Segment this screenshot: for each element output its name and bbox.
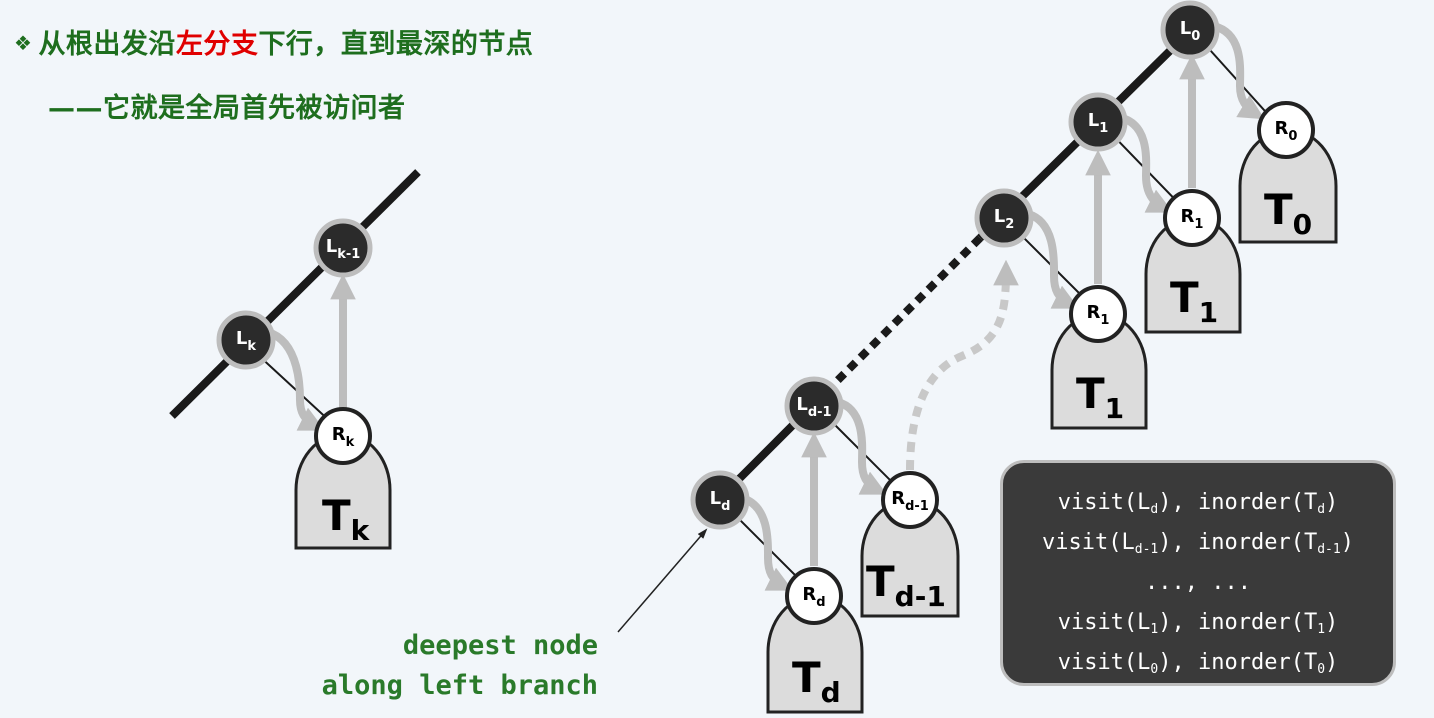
svg-text:L1: L1	[1088, 110, 1109, 136]
node-r1a: R1	[1163, 189, 1221, 247]
subtree-t0: T0	[1238, 128, 1338, 244]
node-rd1: Rd-1	[881, 471, 939, 529]
svg-text:Rk: Rk	[332, 424, 355, 450]
node-lk: Lk	[216, 310, 276, 370]
svg-text:R1: R1	[1181, 206, 1204, 232]
subtree-td1: Td-1	[860, 498, 960, 618]
svg-text:R1: R1	[1087, 302, 1110, 328]
svg-text:L0: L0	[1180, 18, 1201, 44]
svg-text:Ld: Ld	[710, 488, 731, 514]
svg-text:Tk: Tk	[322, 491, 371, 547]
svg-text:Lk: Lk	[236, 328, 256, 354]
subtree-tk: Tk	[294, 432, 392, 550]
left-branch-line	[169, 169, 421, 419]
arrow-lk-rk	[266, 328, 326, 431]
node-lk1: Lk-1	[313, 218, 373, 278]
page-title: ❖从根出发沿左分支下行，直到最深的节点	[14, 22, 533, 61]
node-rd: Rd	[785, 567, 843, 625]
title-part1: 从根出发沿	[38, 29, 176, 60]
subtree-td: Td	[766, 594, 864, 714]
arrow-ld1-rd1	[836, 398, 888, 495]
svg-text:Td: Td	[792, 653, 841, 709]
node-l0: L0	[1160, 0, 1220, 60]
node-r1b: R1	[1069, 285, 1127, 343]
code-line-2: visit(Ld-1), inorder(Td-1)	[1042, 530, 1354, 557]
svg-text:Lk-1: Lk-1	[326, 236, 361, 262]
arrow-rd1-l2-dotted	[906, 259, 1019, 471]
code-line-ellipsis: ..., ...	[1145, 570, 1251, 595]
node-ld: Ld	[690, 470, 750, 530]
svg-text:T1: T1	[1076, 369, 1124, 425]
code-line-5: visit(L0), inorder(T0)	[1057, 650, 1339, 677]
annotation-line2: along left branch	[322, 670, 598, 701]
pseudocode-box: visit(Ld), inorder(Td) visit(Ld-1), inor…	[1000, 460, 1396, 686]
node-r0: R0	[1257, 101, 1315, 159]
code-line-4: visit(L1), inorder(T1)	[1057, 610, 1339, 637]
subtitle: ——它就是全局首先被访问者	[48, 93, 406, 124]
arrow-l0-r0	[1212, 22, 1265, 120]
node-ld1: Ld-1	[784, 376, 844, 436]
arrow-l1-r1a	[1120, 114, 1174, 213]
svg-text:T1: T1	[1170, 273, 1218, 329]
svg-text:Td-1: Td-1	[866, 557, 946, 613]
svg-text:L2: L2	[994, 206, 1015, 232]
node-l2: L2	[974, 188, 1034, 248]
arrow-l2-r1b	[1026, 210, 1080, 309]
subtree-t1a: T1	[1144, 216, 1242, 334]
svg-text:Rd: Rd	[802, 584, 825, 610]
code-line-1: visit(Ld), inorder(Td)	[1057, 490, 1339, 517]
node-l1: L1	[1068, 92, 1128, 152]
main-branch-dotted	[827, 235, 983, 391]
arrow-ld-rd	[740, 494, 794, 591]
svg-text:Rd-1: Rd-1	[891, 488, 929, 514]
title-highlight: 左分支	[175, 29, 259, 60]
annotation-line1: deepest node	[403, 630, 598, 661]
title-part2: 下行，直到最深的节点	[258, 29, 534, 60]
annotation-arrow	[617, 528, 708, 633]
svg-text:Ld-1: Ld-1	[796, 394, 831, 420]
diamond-bullet-icon: ❖	[14, 31, 33, 55]
svg-text:T0: T0	[1264, 185, 1312, 241]
node-rk: Rk	[314, 407, 372, 465]
svg-text:R0: R0	[1275, 118, 1298, 144]
